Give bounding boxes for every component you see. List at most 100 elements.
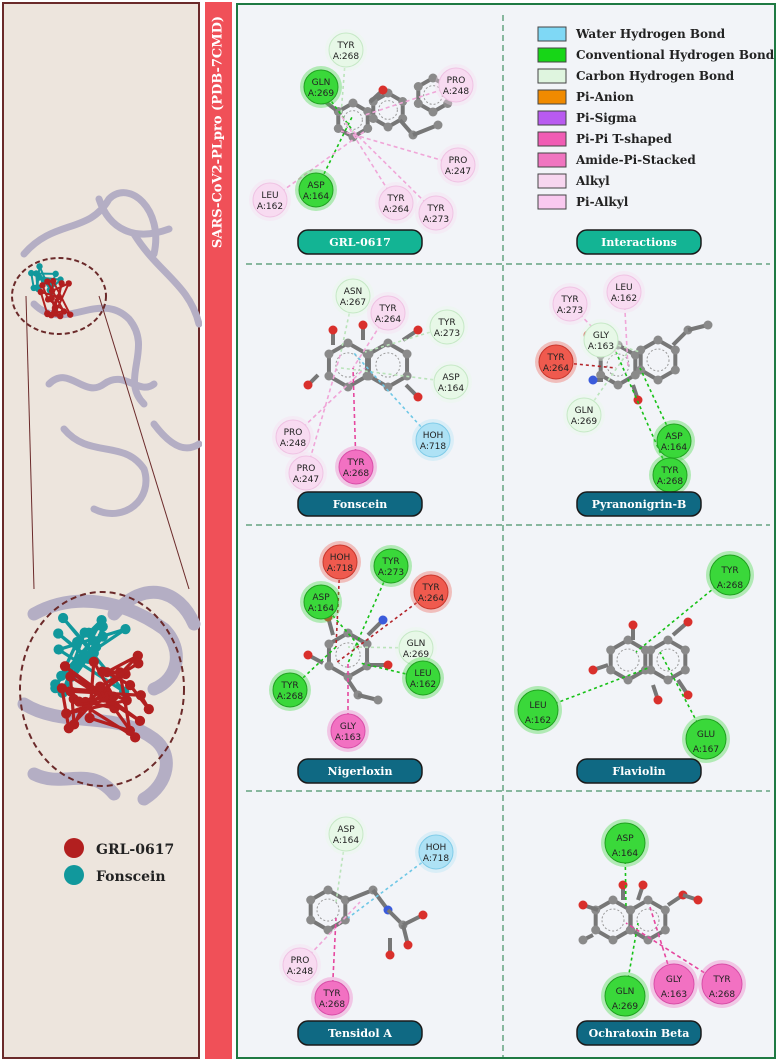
residue-node (370, 295, 406, 331)
residue-name: TYR (336, 41, 354, 51)
residue-name: LEU (261, 191, 278, 201)
interaction-line (359, 662, 424, 679)
residue-node (303, 584, 339, 620)
residue-node (415, 422, 451, 458)
atom (653, 695, 663, 705)
residue-name: ASP (337, 825, 355, 835)
aromatic-marker (335, 642, 361, 668)
residue-number: A:269 (571, 417, 597, 427)
carbon-atom (623, 675, 633, 685)
panel-dividers (246, 15, 770, 1057)
ligand-bond (106, 654, 139, 674)
residue-number: A:268 (709, 990, 735, 1000)
carbon-atom (613, 380, 623, 390)
carbon-atom (343, 338, 353, 348)
ligand-atom (133, 658, 144, 669)
interaction-line (347, 646, 417, 649)
atom (433, 120, 443, 130)
residue-number: A:162 (525, 716, 551, 726)
residue-name: TYR (712, 975, 730, 985)
carbon-atom (383, 122, 393, 132)
residue-number: A:264 (375, 315, 401, 325)
interaction-line (335, 591, 432, 664)
carbon-atom (623, 635, 633, 645)
residue-node (413, 574, 449, 610)
residue-node (373, 548, 409, 584)
zoom-line (25, 295, 35, 590)
interaction-line (289, 646, 337, 691)
atom (588, 665, 598, 675)
residue-name: ASP (312, 593, 330, 603)
carbon-atom (413, 99, 423, 108)
panel-label-pill (297, 758, 423, 784)
interaction-line (340, 130, 459, 166)
carbon-atom (596, 370, 606, 380)
residue-node (378, 185, 414, 221)
residue-name: GLN (312, 78, 331, 88)
panel-label: Pyranonigrin-B (592, 498, 687, 511)
atom (378, 85, 388, 95)
interaction-line (625, 922, 723, 985)
ligand-atom (84, 712, 95, 724)
carbon-atom (591, 925, 601, 935)
carbon-atom (626, 905, 636, 915)
molecule-ring (366, 340, 410, 390)
protein-ribbon-closeup (17, 585, 201, 806)
atom (328, 325, 338, 335)
carbon-atom (324, 639, 334, 649)
residue-number: A:264 (418, 594, 444, 604)
carbon-atom (663, 675, 673, 685)
residue-name: TYR (280, 681, 298, 691)
atom (578, 900, 588, 910)
residue-number: A:162 (410, 680, 436, 690)
carbon-atom (646, 665, 656, 675)
carbon-atom (606, 665, 616, 675)
carbon-atom (653, 375, 663, 385)
residue-name: GLN (407, 639, 426, 649)
molecule-ring (593, 897, 633, 943)
residue-name: PRO (449, 156, 468, 166)
legend-swatch (537, 152, 567, 168)
residue-number: A:269 (403, 650, 429, 660)
molecule-ring (648, 637, 688, 683)
residue-name: ASP (616, 834, 634, 844)
residue-node (701, 963, 743, 1005)
interaction-line (615, 351, 671, 476)
residue-node (517, 689, 559, 731)
residue-number: A:264 (383, 205, 409, 215)
ligand-bond (39, 291, 49, 315)
aromatic-marker (335, 352, 361, 378)
residue-node (653, 963, 695, 1005)
residue-number: A:164 (308, 604, 334, 614)
aromatic-marker (656, 648, 680, 672)
structure-panel: GRL-0617 Fonscein (2, 2, 202, 1059)
atom (413, 392, 423, 402)
legend-swatch (537, 68, 567, 84)
panel-label-pill (576, 758, 702, 784)
atom (383, 660, 393, 670)
residue-node (685, 718, 727, 760)
residue-node (252, 182, 288, 218)
residue-name: PRO (447, 76, 466, 86)
residue-name: TYR (381, 557, 399, 567)
residue-number: A:718 (423, 854, 449, 864)
carbon-atom (364, 371, 374, 381)
residue-node (314, 980, 350, 1016)
interaction-line (347, 851, 437, 919)
binding-site-circle (11, 257, 107, 335)
carbon-atom (608, 935, 618, 945)
atom (303, 380, 313, 390)
legend-swatch (537, 89, 567, 105)
ligand-bond (68, 676, 76, 725)
carbon-atom (680, 645, 690, 655)
aromatic-marker (616, 648, 640, 672)
legend-label: Water Hydrogen Bond (575, 27, 726, 41)
legend-swatch (537, 110, 567, 126)
panel-label-pill (297, 229, 423, 255)
residue-number: A:268 (277, 692, 303, 702)
atom (693, 895, 703, 905)
legend-label: Pi-Sigma (576, 111, 637, 125)
residue-number: A:268 (717, 581, 743, 591)
carbon-atom (364, 349, 374, 359)
residue-name: ASP (442, 373, 460, 383)
